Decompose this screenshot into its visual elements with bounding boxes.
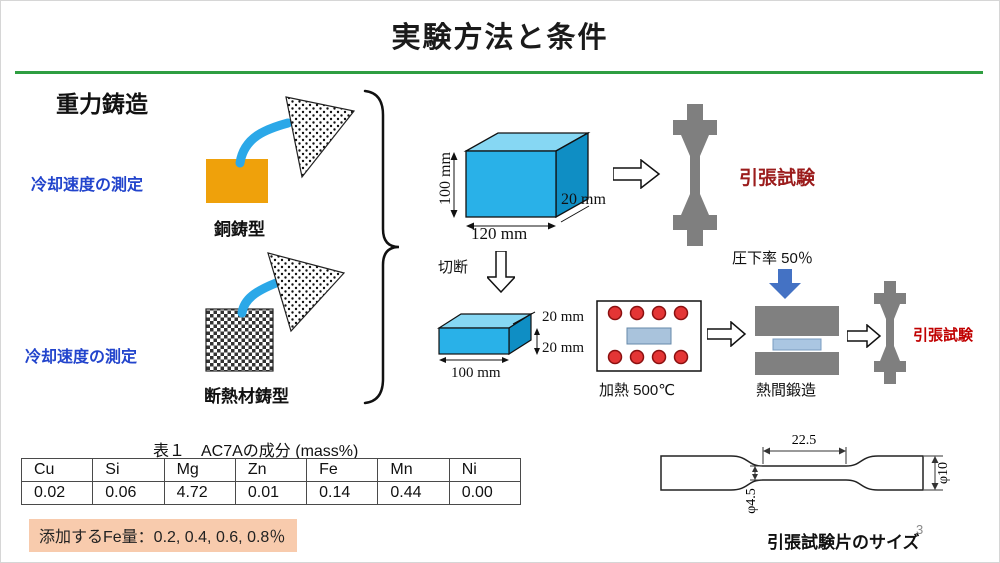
ingot-height-dim: 100 mm: [437, 152, 454, 205]
title-divider: [15, 71, 983, 74]
table-value-cell: 0.00: [448, 481, 522, 505]
ingot-width-dim: 120 mm: [471, 224, 528, 243]
tensile-test-label-top: 引張試験: [739, 168, 816, 189]
press-upper-die: [755, 306, 839, 336]
melt-stream: [235, 118, 293, 168]
forged-specimen: [772, 338, 822, 351]
insulated-mold-label: 断熱材鋳型: [204, 387, 289, 406]
heater-coils: [607, 305, 689, 365]
press-down-arrow-icon: [769, 269, 801, 299]
right-arrow-icon: [613, 159, 661, 189]
heated-specimen: [626, 327, 672, 345]
forging-press-diagram: [755, 306, 839, 375]
table-header-cell: Cu: [20, 458, 94, 482]
table-header-cell: Fe: [306, 458, 379, 482]
tensile-specimen-icon: [874, 281, 906, 384]
tensile-specimen-icon: [673, 104, 717, 246]
table-value-cell: 0.44: [377, 481, 450, 505]
cooling-rate-label-1: 冷却速度の測定: [31, 177, 144, 194]
melt-stream: [237, 278, 281, 318]
bar-depth-dim: 20 mm: [542, 309, 585, 325]
heating-label: 加熱 500℃: [599, 382, 676, 399]
reduction-rate-label: 圧下率 50％: [732, 250, 813, 267]
table-value-cell: 0.02: [20, 481, 94, 505]
composition-table: Cu Si Mg Zn Fe Mn Ni 0.02 0.06 4.72 0.01…: [20, 458, 522, 505]
table-value-cell: 4.72: [163, 481, 236, 505]
fe-addition-note: 添加するFe量：0.2, 0.4, 0.6, 0.8％: [29, 519, 298, 552]
cut-label: 切断: [438, 259, 469, 276]
ingot-front-face: [465, 150, 557, 218]
bar-height-dim: 20 mm: [542, 340, 585, 356]
grip-diameter-dim: φ10: [936, 462, 951, 484]
insulated-mold: [205, 308, 274, 372]
cooling-rate-label-2: 冷却速度の測定: [25, 349, 138, 366]
curly-brace: [363, 89, 400, 405]
cut-bar-3d: [436, 311, 540, 363]
table-header-cell: Mn: [377, 458, 450, 482]
crucible-icon: [267, 252, 346, 333]
table-header-cell: Zn: [234, 458, 308, 482]
page-number: 3: [916, 522, 924, 537]
table-value-cell: 0.06: [92, 481, 165, 505]
table-value-cell: 0.14: [306, 481, 379, 505]
table-header-cell: Ni: [448, 458, 522, 482]
bar-front-face: [438, 327, 510, 355]
copper-mold-label: 銅鋳型: [214, 220, 265, 239]
tensile-test-label-right: 引張試験: [913, 327, 974, 344]
bar-length-dim: 100 mm: [451, 365, 501, 381]
table-header-row: Cu Si Mg Zn Fe Mn Ni: [20, 458, 522, 482]
table-header-cell: Mg: [163, 458, 236, 482]
crucible-icon: [285, 96, 356, 179]
specimen-outline: [660, 455, 924, 491]
table-header-cell: Si: [92, 458, 165, 482]
right-arrow-icon: [847, 324, 881, 348]
page-title: 実験方法と条件: [391, 22, 609, 54]
ingot-depth-dim: 20 mm: [561, 191, 606, 208]
gauge-diameter-dim: φ4.5: [744, 488, 759, 514]
specimen-size-caption: 引張試験片のサイズ: [767, 533, 920, 552]
table-value-row: 0.02 0.06 4.72 0.01 0.14 0.44 0.00: [20, 481, 522, 505]
forging-label: 熱間鍛造: [756, 382, 817, 399]
cast-ingot-3d: [450, 131, 591, 230]
press-lower-die: [755, 352, 839, 375]
insulated-mold-pour-diagram: [205, 252, 346, 372]
copper-mold-pour-diagram: [206, 96, 356, 203]
table-caption: 表１ AC7Aの成分 (mass%): [153, 443, 359, 460]
gauge-length-dim: 22.5: [792, 433, 817, 448]
tensile-specimen-drawing: 22.5 φ10 φ4.5: [660, 433, 951, 514]
heating-furnace-diagram: [596, 300, 702, 372]
gravity-casting-heading: 重力鋳造: [56, 91, 148, 117]
down-arrow-icon: [487, 251, 515, 293]
table-value-cell: 0.01: [234, 481, 308, 505]
right-arrow-icon: [707, 321, 747, 347]
